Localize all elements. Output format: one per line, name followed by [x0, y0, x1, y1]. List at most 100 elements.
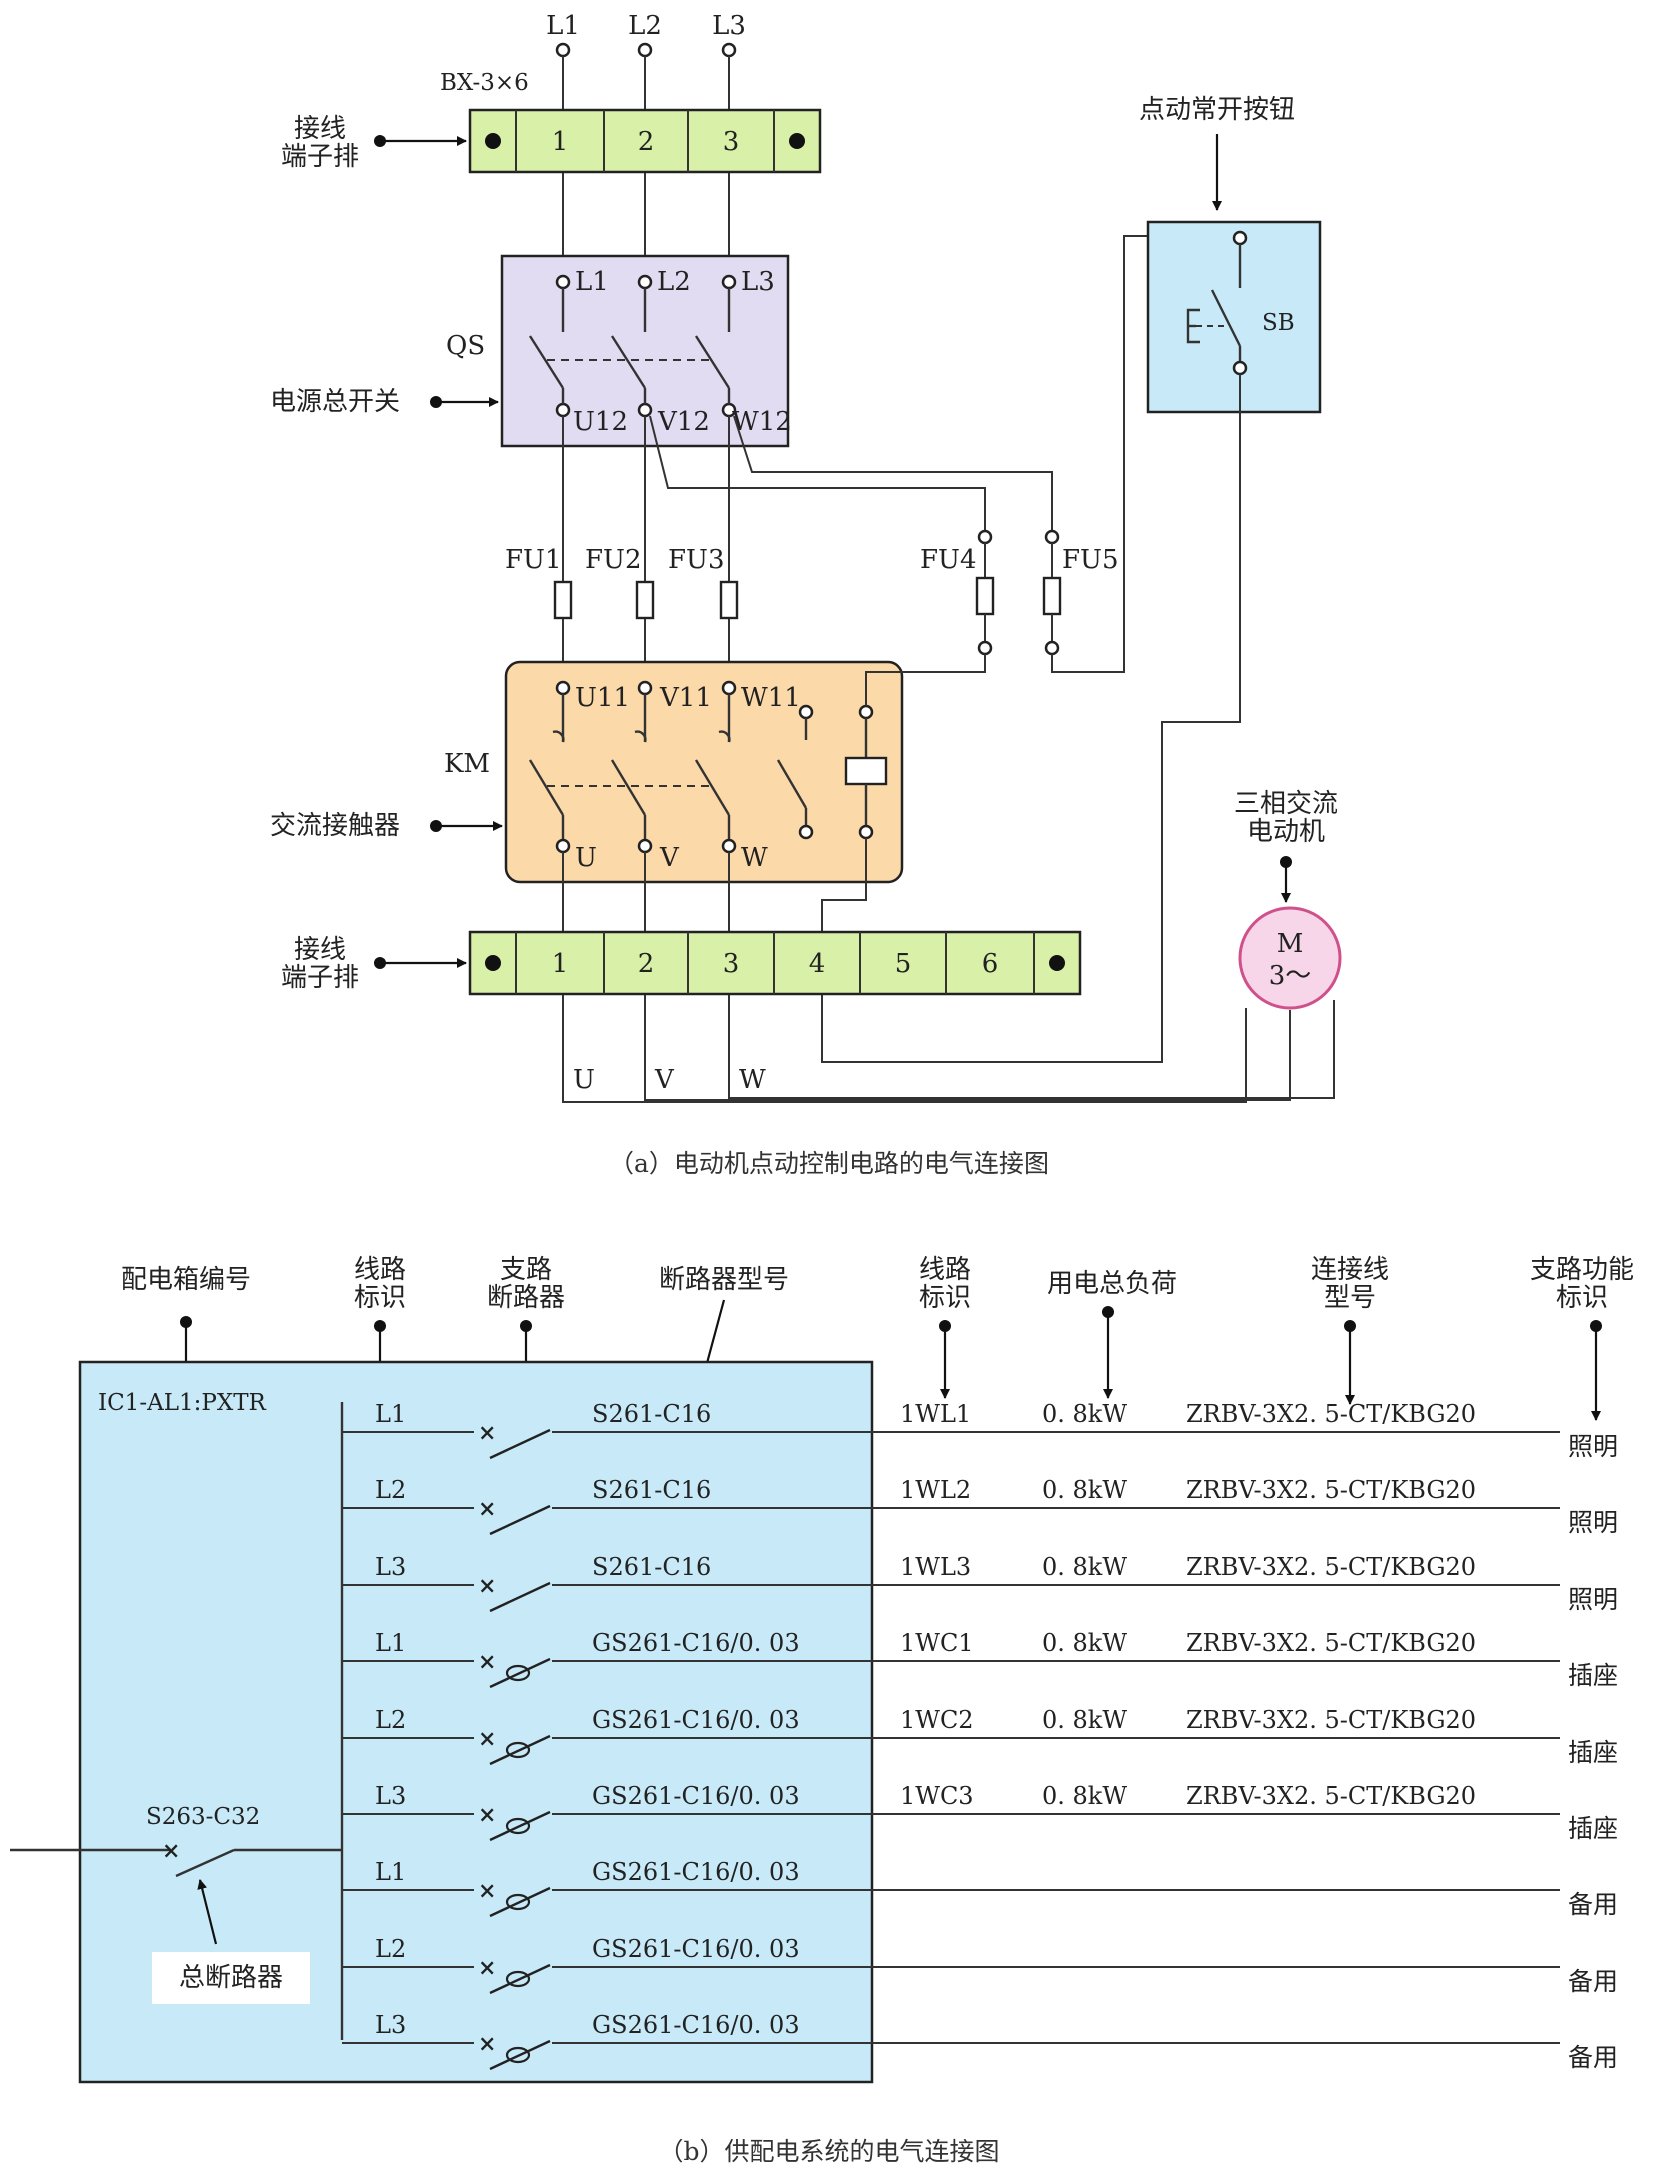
motor-lead-u: U	[573, 1065, 595, 1095]
row-cable-type: ZRBV-3X2. 5-CT/KBG20	[1186, 1706, 1476, 1734]
terminal-2: 2	[638, 949, 655, 979]
row-cable-type: ZRBV-3X2. 5-CT/KBG20	[1186, 1400, 1476, 1428]
switch-tag: QS	[446, 331, 485, 361]
row-function: 备用	[1568, 2043, 1618, 2072]
km-output-v: V	[659, 843, 680, 873]
button-tag: SB	[1262, 310, 1295, 336]
row-circuit-id: 1WC2	[900, 1706, 974, 1734]
row-function: 备用	[1568, 1967, 1618, 1996]
header-branch-breaker-1: 支路	[500, 1255, 552, 1285]
box-label: IC1-AL1:PXTR	[98, 1390, 267, 1416]
header-circuit-id-2: 标识	[919, 1283, 971, 1313]
terminal-strip-bottom-name-1: 接线	[294, 935, 346, 965]
strip-end-dot	[1049, 955, 1065, 971]
strip-end-dot	[789, 133, 805, 149]
svg-text:×: ×	[162, 1838, 180, 1864]
motor-symbol-m: M	[1277, 929, 1304, 959]
km-input-u11: U11	[575, 683, 630, 713]
row-function: 插座	[1568, 1814, 1618, 1843]
row-breaker-model: GS261-C16/0. 03	[592, 1706, 800, 1734]
row-cable-type: ZRBV-3X2. 5-CT/KBG20	[1186, 1629, 1476, 1657]
header-line-id-1: 线路	[354, 1255, 406, 1285]
rcd-symbol	[505, 1664, 531, 1682]
fuse-label-fu3: FU3	[668, 545, 725, 575]
row-load: 0. 8kW	[1042, 1782, 1127, 1810]
motor-leads	[562, 1000, 1335, 1103]
row-cable-type: ZRBV-3X2. 5-CT/KBG20	[1186, 1476, 1476, 1504]
km-input-v11: V11	[659, 683, 712, 713]
terminal-strip-top-name-1: 接线	[294, 114, 346, 144]
row-function: 插座	[1568, 1738, 1618, 1767]
row-phase: L3	[375, 1553, 406, 1581]
row-function: 插座	[1568, 1661, 1618, 1690]
row-function: 照明	[1568, 1508, 1618, 1537]
qs-output-u12: U12	[573, 407, 628, 437]
header-branch-breaker-2: 断路器	[487, 1283, 565, 1313]
branch-breaker-blade	[489, 1886, 551, 1918]
contactor-tag: KM	[444, 749, 490, 779]
row-function: 照明	[1568, 1432, 1618, 1461]
row-load: 0. 8kW	[1042, 1629, 1127, 1657]
km-input-w11: W11	[741, 683, 801, 713]
breaker-x-mark: ×	[478, 1420, 496, 1446]
terminal-strip-bottom-name-2: 端子排	[281, 963, 359, 993]
row-load: 0. 8kW	[1042, 1400, 1127, 1428]
terminal-3: 3	[723, 127, 740, 157]
row-breaker-model: GS261-C16/0. 03	[592, 2011, 800, 2039]
row-circuit-id: 1WL1	[900, 1400, 971, 1428]
row-breaker-model: S261-C16	[592, 1553, 711, 1581]
terminal-6: 6	[982, 949, 999, 979]
fuse-label-fu1: FU1	[505, 545, 562, 575]
qs-input-l3: L3	[741, 267, 775, 297]
branch-breaker-blade	[489, 1810, 551, 1842]
qs-input-l2: L2	[657, 267, 691, 297]
header-function-2: 标识	[1556, 1283, 1608, 1313]
button-name: 点动常开按钮	[1139, 95, 1295, 125]
terminal-3: 3	[723, 949, 740, 979]
row-cable-type: ZRBV-3X2. 5-CT/KBG20	[1186, 1782, 1476, 1810]
row-phase: L1	[375, 1629, 406, 1657]
main-breaker: × S263-C32 总断路器	[10, 1804, 342, 2004]
cable-label: BX-3×6	[440, 70, 529, 96]
fuse-fu1	[553, 580, 573, 620]
branch-breaker-blade	[489, 1734, 551, 1766]
fuse-label-fu2: FU2	[585, 545, 642, 575]
contactor-name: 交流接触器	[270, 811, 400, 841]
branch-breaker-blade	[489, 1428, 551, 1460]
row-phase: L2	[375, 1935, 406, 1963]
row-circuit-id: 1WL2	[900, 1476, 971, 1504]
terminal-strip-top: 1 2 3	[468, 108, 822, 174]
fuse-fu3	[719, 580, 739, 620]
motor-name-2: 电动机	[1247, 817, 1325, 847]
row-breaker-model: GS261-C16/0. 03	[592, 1782, 800, 1810]
km-output-u: U	[575, 843, 597, 873]
row-phase: L3	[375, 2011, 406, 2039]
branch-breaker-blade	[489, 1581, 551, 1613]
header-line-id-2: 标识	[354, 1283, 406, 1313]
rcd-symbol	[505, 2046, 531, 2064]
row-breaker-model: GS261-C16/0. 03	[592, 1629, 800, 1657]
header-load: 用电总负荷	[1047, 1269, 1177, 1299]
terminal-1: 1	[552, 949, 569, 979]
header-circuit-id-1: 线路	[919, 1255, 971, 1285]
row-circuit-id: 1WL3	[900, 1553, 971, 1581]
motor-symbol-phase: 3～	[1269, 961, 1312, 991]
breaker-x-mark: ×	[478, 1573, 496, 1599]
row-phase: L2	[375, 1476, 406, 1504]
breaker-x-mark: ×	[478, 1878, 496, 1904]
input-label-l1: L1	[546, 11, 580, 41]
row-breaker-model: S261-C16	[592, 1400, 711, 1428]
qs-output-v12: V12	[657, 407, 710, 437]
input-terminal-l2	[637, 42, 653, 58]
row-cable-type: ZRBV-3X2. 5-CT/KBG20	[1186, 1553, 1476, 1581]
breaker-x-mark: ×	[478, 1955, 496, 1981]
main-breaker-label-bg	[152, 1952, 310, 2004]
header-cable-type-1: 连接线	[1311, 1255, 1389, 1285]
row-phase: L2	[375, 1706, 406, 1734]
terminal-1: 1	[552, 127, 569, 157]
terminal-2: 2	[638, 127, 655, 157]
motor: M 3～	[1238, 906, 1342, 1010]
motor-lead-v: V	[654, 1065, 675, 1095]
row-load: 0. 8kW	[1042, 1476, 1127, 1504]
